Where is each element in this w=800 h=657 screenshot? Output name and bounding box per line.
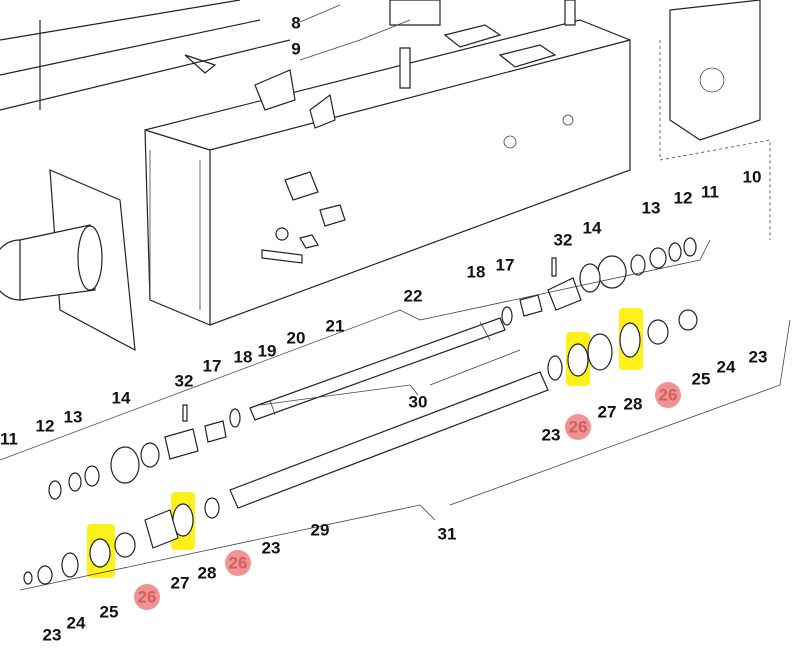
label-14: 14 [112,388,131,407]
label-27: 27 [171,573,190,592]
label-20: 20 [287,328,306,347]
label-26: 26 [569,417,588,436]
label-10: 10 [743,167,762,186]
label-9: 9 [291,39,300,58]
shaft-29 [229,371,549,509]
label-32: 32 [554,230,573,249]
label-12: 12 [36,416,55,435]
callout-circle [134,584,160,610]
shaft-30 [249,317,506,421]
label-21: 21 [326,316,345,335]
label-25: 25 [100,602,119,621]
label-11: 11 [701,182,719,201]
label-25: 25 [692,369,711,388]
label-26: 26 [138,587,157,606]
box-beam-22 [144,0,631,326]
left-parts [48,404,241,500]
labels-top: 8 9 10 11 12 13 14 32 17 18 22 20 21 19 … [258,13,762,411]
lower-left-bearings [23,492,220,585]
labels-left: 11 12 13 14 32 17 18 [0,347,252,448]
leader-lines [0,4,791,591]
label-14: 14 [583,218,602,237]
labels-right: 23 24 25 26 28 27 26 23 [542,347,768,444]
label-19: 19 [258,341,277,360]
bolt-20-21 [261,227,319,264]
right-bracket [659,0,771,240]
frame-member [0,0,291,111]
upper-shaft-parts [501,237,697,326]
label-31: 31 [438,524,457,543]
label-27: 27 [598,402,617,421]
label-8: 8 [291,13,300,32]
flange-motor [0,169,136,352]
label-26: 26 [229,553,248,572]
labels-bottom: 29 31 23 26 28 27 26 25 24 23 [43,520,457,644]
label-22: 22 [404,286,423,305]
label-26: 26 [659,385,678,404]
label-23: 23 [262,538,281,557]
callout-circle [565,414,591,440]
lower-right-bearings [547,308,698,386]
label-29: 29 [311,520,330,539]
label-32: 32 [175,371,194,390]
label-23: 23 [542,425,561,444]
label-18: 18 [467,262,486,281]
label-28: 28 [198,563,217,582]
label-17: 17 [496,255,515,274]
label-13: 13 [64,407,83,426]
label-17: 17 [203,356,222,375]
label-11: 11 [0,429,18,448]
label-24: 24 [717,357,736,376]
label-30: 30 [409,392,428,411]
label-23: 23 [749,347,768,366]
label-18: 18 [234,347,253,366]
callout-circle [655,382,681,408]
label-23: 23 [43,625,62,644]
label-12: 12 [674,188,693,207]
label-13: 13 [642,198,661,217]
label-28: 28 [624,394,643,413]
label-24: 24 [67,613,86,632]
callout-circle [225,550,251,576]
